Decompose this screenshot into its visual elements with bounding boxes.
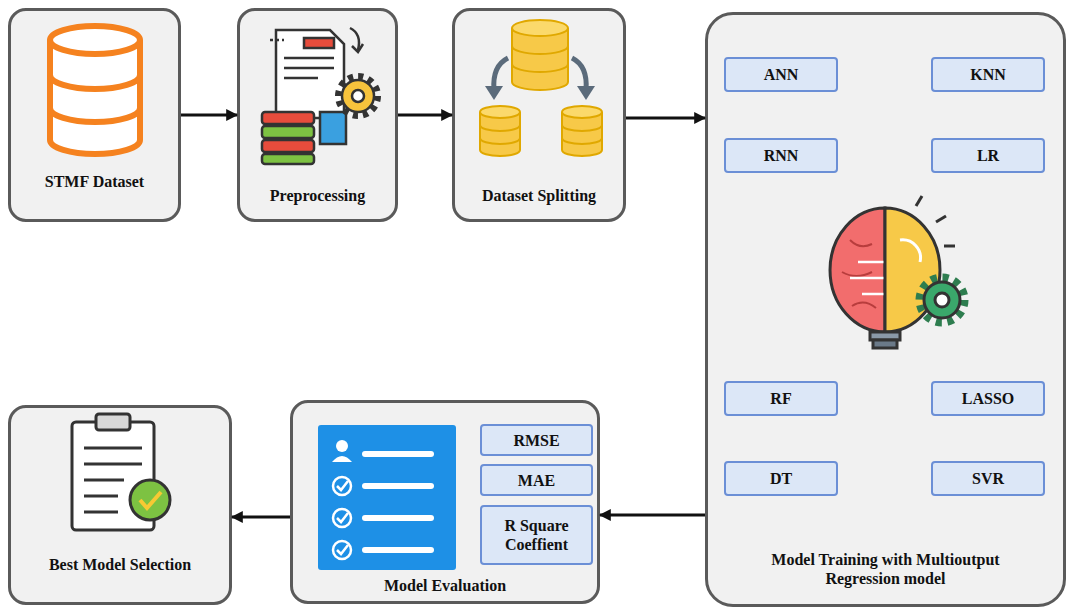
model-box: RF bbox=[724, 381, 838, 416]
flow-arrow bbox=[626, 117, 705, 120]
model-name: LASSO bbox=[962, 389, 1014, 408]
process-box: STMF Dataset bbox=[8, 8, 181, 222]
flow-arrow bbox=[181, 114, 237, 117]
process-box: Model Evaluation RMSE MAE R Square Coeffien… bbox=[290, 400, 600, 604]
model-box: RMSE bbox=[480, 424, 593, 456]
model-name: RNN bbox=[764, 146, 799, 165]
ai-icon bbox=[830, 196, 964, 348]
box-label: Model Training with Multioutput Regressi… bbox=[746, 550, 1026, 588]
model-box: ANN bbox=[724, 57, 838, 92]
model-name: ANN bbox=[764, 65, 799, 84]
database-icon bbox=[50, 26, 140, 154]
process-box: Model Training with Multioutput Regressi… bbox=[705, 12, 1066, 607]
model-box: DT bbox=[724, 461, 838, 496]
clipboard-icon bbox=[72, 414, 170, 530]
process-box: Preprocessing bbox=[237, 8, 398, 222]
box-label: Best Model Selection bbox=[49, 555, 191, 574]
model-box: R Square Coeffient bbox=[480, 505, 593, 565]
process-box: Best Model Selection bbox=[8, 405, 232, 605]
model-name: RMSE bbox=[513, 431, 559, 450]
model-box: LR bbox=[931, 138, 1045, 173]
preprocessing-icon bbox=[262, 28, 377, 164]
model-name: R Square Coeffient bbox=[488, 516, 585, 554]
box-label: Preprocessing bbox=[270, 186, 365, 205]
flow-arrow bbox=[600, 514, 705, 517]
model-box: KNN bbox=[931, 57, 1045, 92]
model-box: SVR bbox=[931, 461, 1045, 496]
model-name: MAE bbox=[518, 471, 555, 490]
model-name: KNN bbox=[970, 65, 1006, 84]
model-box: LASSO bbox=[931, 381, 1045, 416]
model-name: RF bbox=[770, 389, 791, 408]
model-name: DT bbox=[770, 469, 792, 488]
model-name: LR bbox=[977, 146, 999, 165]
model-name: SVR bbox=[972, 469, 1004, 488]
model-box: MAE bbox=[480, 464, 593, 496]
model-box: RNN bbox=[724, 138, 838, 173]
process-box: Dataset Splitting bbox=[452, 8, 626, 222]
box-label: Model Evaluation bbox=[384, 576, 506, 595]
evaluation-icon bbox=[318, 425, 456, 570]
flow-arrow bbox=[232, 516, 290, 519]
box-label: STMF Dataset bbox=[45, 172, 144, 191]
box-label: Dataset Splitting bbox=[482, 186, 596, 205]
split-icon bbox=[480, 20, 602, 156]
flow-arrow bbox=[398, 114, 452, 117]
